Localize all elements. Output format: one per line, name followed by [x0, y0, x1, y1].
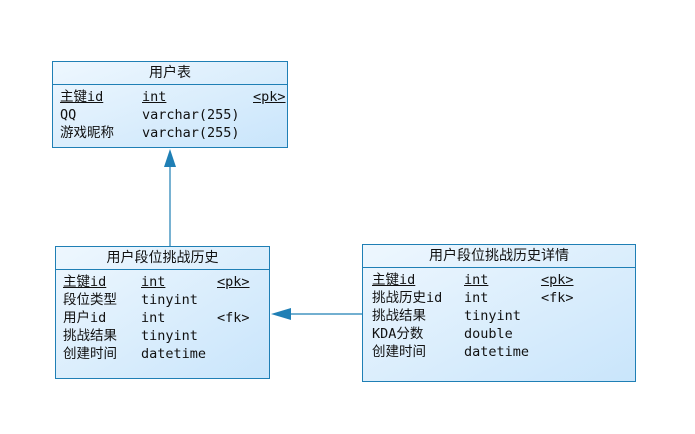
column-row: 主键id int <pk> — [368, 271, 635, 289]
column-name: 主键id — [63, 274, 107, 290]
column-name: 挑战结果 — [63, 328, 117, 344]
entity-user[interactable]: 用户表 主键id int <pk> QQ varchar(255) 游戏昵称 v… — [52, 61, 288, 148]
column-key: <fk> — [217, 310, 250, 326]
column-row: 主键id int <pk> — [61, 273, 269, 291]
column-name: KDA分数 — [372, 326, 424, 342]
column-name: 用户id — [63, 310, 107, 326]
column-type: double — [464, 326, 513, 342]
column-name: 创建时间 — [63, 346, 117, 362]
column-name: 游戏昵称 — [60, 125, 114, 141]
entity-title: 用户段位挑战历史 — [56, 247, 269, 270]
column-type: tinyint — [141, 328, 198, 344]
column-row: 用户id int <fk> — [61, 309, 269, 327]
column-type: int — [464, 272, 489, 288]
entity-title: 用户表 — [53, 62, 287, 85]
column-row: KDA分数 double — [368, 325, 635, 343]
column-type: int — [141, 310, 166, 326]
column-name: QQ — [60, 107, 77, 123]
column-type: varchar(255) — [142, 125, 240, 141]
column-name: 挑战结果 — [372, 308, 426, 324]
column-name: 段位类型 — [63, 292, 117, 308]
column-row: 挑战结果 tinyint — [368, 307, 635, 325]
column-type: datetime — [464, 344, 530, 360]
history-to-user-arrowhead — [164, 149, 176, 167]
column-row: 游戏昵称 varchar(255) — [58, 124, 287, 142]
column-key: <fk> — [541, 290, 574, 306]
column-key: <pk> — [217, 274, 250, 290]
column-row: QQ varchar(255) — [58, 106, 287, 124]
column-row: 创建时间 datetime — [61, 345, 269, 363]
column-type: int — [141, 274, 166, 290]
entity-rank-challenge-history[interactable]: 用户段位挑战历史 主键id int <pk> 段位类型 tinyint 用户id… — [55, 246, 270, 379]
entity-rank-challenge-history-detail[interactable]: 用户段位挑战历史详情 主键id int <pk> 挑战历史id int <fk>… — [362, 244, 636, 382]
column-type: tinyint — [464, 308, 521, 324]
column-row: 主键id int <pk> — [58, 88, 287, 106]
detail-to-history-arrowhead — [271, 308, 291, 320]
column-row: 创建时间 datetime — [368, 343, 635, 361]
column-name: 挑战历史id — [372, 290, 443, 306]
column-row: 挑战结果 tinyint — [61, 327, 269, 345]
column-row: 挑战历史id int <fk> — [368, 289, 635, 307]
column-name: 创建时间 — [372, 344, 426, 360]
column-type: varchar(255) — [142, 107, 240, 123]
column-name: 主键id — [60, 89, 104, 105]
column-key: <pk> — [541, 272, 574, 288]
column-type: tinyint — [141, 292, 198, 308]
entity-title: 用户段位挑战历史详情 — [363, 245, 635, 268]
column-type: int — [142, 89, 167, 105]
column-type: datetime — [141, 346, 207, 362]
column-type: int — [464, 290, 489, 306]
column-row: 段位类型 tinyint — [61, 291, 269, 309]
column-key: <pk> — [253, 89, 286, 105]
column-name: 主键id — [372, 272, 416, 288]
